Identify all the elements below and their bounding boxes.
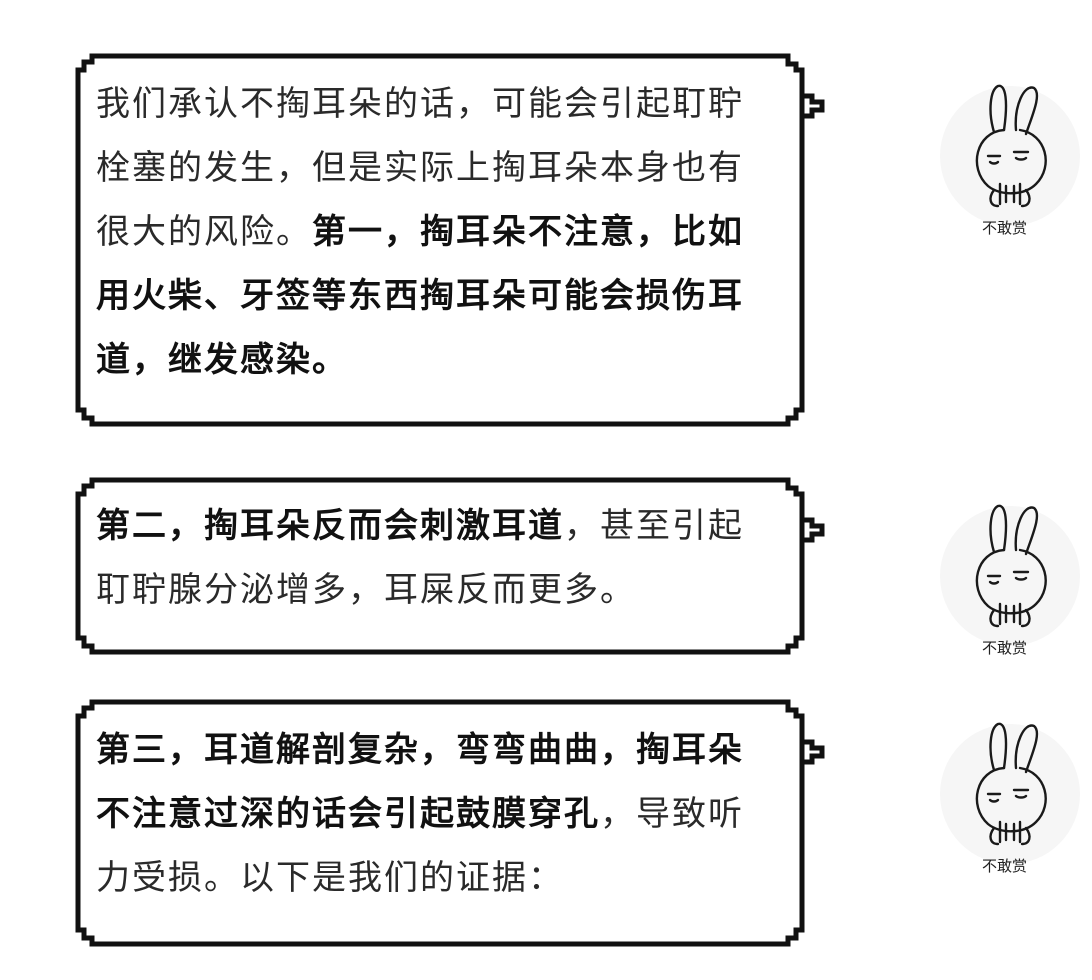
rabbit-eye-lid-right [1014,576,1028,581]
rabbit-ear-right [1014,724,1039,774]
bubble-frame [75,699,825,947]
avatar-caption: 不敢赏 [982,219,1028,237]
speech-bubble-1: 我们承认不掏耳朵的话，可能会引起耵聍栓塞的发生，但是实际上掏耳朵本身也有很大的风… [75,53,825,427]
rabbit-arm-left [989,188,1000,208]
speech-bubble-2: 第二，掏耳朵反而会刺激耳道，甚至引起耵聍腺分泌增多，耳屎反而更多。 [75,477,825,655]
bubble-tail [802,739,825,765]
speech-bubble-3: 第三，耳道解剖复杂，弯弯曲曲，掏耳朵不注意过深的话会引起鼓膜穿孔，导致听力受损。… [75,699,825,947]
rabbit-sticker-icon [975,722,1047,846]
bubble-outline [75,699,805,947]
bubble-frame [75,53,825,427]
rabbit-ear-right [1014,506,1039,556]
rabbit-eye-lid-left [988,580,1000,585]
rabbit-ear-left [989,504,1008,554]
bubble-frame [75,477,825,655]
bubble-tail [802,517,825,543]
bubble-text-segment: ，导致听力受损。以下是我们的证据： [96,794,744,898]
rabbit-eye-lid-left [988,160,1000,165]
rabbit-head [975,548,1047,615]
rabbit-paws [998,182,1022,206]
avatar-background [940,506,1080,646]
rabbit-head [975,128,1047,195]
bubble-text-segment: 我们承认不掏耳朵的话，可能会引起耵聍栓塞的发生，但是实际上掏耳朵本身也有很大的风… [96,84,744,252]
bubble-outline [75,53,805,427]
bubble-text: 第三，耳道解剖复杂，弯弯曲曲，掏耳朵不注意过深的话会引起鼓膜穿孔，导致听力受损。… [96,718,774,910]
bubble-text: 第二，掏耳朵反而会刺激耳道，甚至引起耵聍腺分泌增多，耳屎反而更多。 [96,494,774,622]
rabbit-sticker-icon [975,504,1047,628]
rabbit-avatar-2: 不敢赏 [940,492,1080,662]
avatar-caption: 不敢赏 [982,857,1028,875]
rabbit-avatar-1: 不敢赏 [940,72,1080,242]
rabbit-avatar-3: 不敢赏 [940,710,1080,880]
rabbit-arm-right [1020,608,1031,628]
rabbit-eye-lid-right [1014,794,1028,799]
bubble-tail [802,93,825,119]
rabbit-arm-right [1020,188,1031,208]
rabbit-arm-right [1020,826,1031,846]
avatar-background [940,86,1080,226]
rabbit-sticker-icon [975,84,1047,208]
bubble-text-bold-segment: 第三，耳道解剖复杂，弯弯曲曲，掏耳朵不注意过深的话会引起鼓膜穿孔 [96,730,744,834]
bubble-text: 我们承认不掏耳朵的话，可能会引起耵聍栓塞的发生，但是实际上掏耳朵本身也有很大的风… [96,72,774,392]
avatar-caption: 不敢赏 [982,639,1028,657]
rabbit-eye-lid-left [988,798,1000,803]
rabbit-ear-left [989,84,1008,134]
rabbit-ear-left [989,722,1008,772]
rabbit-eye-lid-right [1014,156,1028,161]
rabbit-arm-left [989,608,1000,628]
rabbit-ear-right [1014,86,1039,136]
rabbit-paws [998,820,1022,844]
bubble-text-segment: ，甚至引起耵聍腺分泌增多，耳屎反而更多。 [96,506,744,610]
bubble-text-bold-segment: 第二，掏耳朵反而会刺激耳道 [96,506,564,546]
avatar-background [940,724,1080,864]
rabbit-head [975,766,1047,833]
bubble-outline [75,477,805,655]
rabbit-arm-left [989,826,1000,846]
bubble-text-bold-segment: 第一，掏耳朵不注意，比如用火柴、牙签等东西掏耳朵可能会损伤耳道，继发感染。 [96,212,744,380]
rabbit-paws [998,602,1022,626]
